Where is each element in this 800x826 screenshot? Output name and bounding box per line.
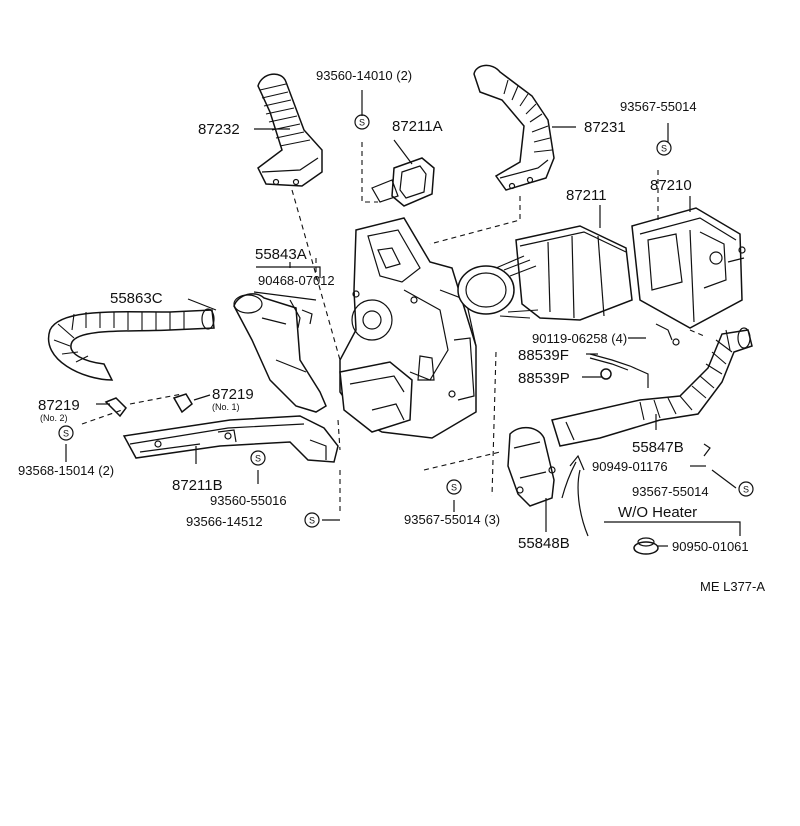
- label-93560-55016: 93560-55016: [210, 493, 287, 508]
- label-87231: 87231: [584, 119, 626, 136]
- heater-unit-body: [339, 217, 477, 439]
- svg-text:S: S: [743, 485, 749, 495]
- screw-symbol-7: S: [738, 481, 754, 497]
- label-90468-07012: 90468-07012: [258, 273, 335, 288]
- label-87219-no1: 87219: [212, 386, 254, 403]
- svg-text:S: S: [451, 483, 457, 493]
- duct-55843A: [233, 293, 327, 413]
- label-87219-no1-sub: (No. 1): [212, 402, 240, 412]
- duct-87232: [257, 73, 323, 187]
- label-93567-55014-right: 93567-55014: [632, 484, 709, 499]
- label-88539F: 88539F: [518, 347, 569, 364]
- label-90949-01176: 90949-01176: [592, 459, 668, 474]
- assembly-lines: [81, 142, 705, 512]
- hose-55847B: [551, 327, 753, 447]
- clip-87219-no1: [172, 393, 193, 414]
- figure-code: ME L377-A: [700, 579, 765, 594]
- screw-symbol-4: S: [250, 450, 266, 466]
- label-93560-14010: 93560-14010 (2): [316, 68, 412, 83]
- label-87211A: 87211A: [392, 118, 443, 135]
- duct-87211B: [122, 415, 339, 463]
- label-55847B: 55847B: [632, 439, 684, 456]
- control-rod-88539: [589, 353, 649, 388]
- label-87211: 87211: [566, 187, 607, 204]
- airflow-arrows: [561, 454, 589, 537]
- screw-symbol-3: S: [58, 425, 74, 441]
- leader-lines: [65, 90, 741, 547]
- label-87210: 87210: [650, 177, 692, 194]
- duct-87231: [473, 64, 555, 191]
- blower-motor-87210: [631, 207, 746, 346]
- screw-symbol-5: S: [304, 512, 320, 528]
- label-55843A: 55843A: [255, 246, 307, 263]
- label-90119-06258: 90119-06258 (4): [532, 331, 627, 346]
- label-87219-no2: 87219: [38, 397, 80, 414]
- bracket-87211A: [371, 157, 435, 207]
- svg-text:S: S: [255, 454, 261, 464]
- label-93567-55014-top: 93567-55014: [620, 99, 697, 114]
- grommet-90950: [633, 537, 659, 555]
- label-wo-heater: W/O Heater: [618, 504, 697, 521]
- label-87232: 87232: [198, 121, 240, 138]
- clip-87219-no2: [104, 397, 127, 418]
- label-88539P: 88539P: [518, 370, 570, 387]
- svg-text:S: S: [309, 516, 315, 526]
- label-93566-14512: 93566-14512: [186, 514, 263, 529]
- label-93567-55014-3: 93567-55014 (3): [404, 512, 500, 527]
- label-87211B: 87211B: [172, 477, 223, 494]
- label-90950-01061: 90950-01061: [672, 539, 749, 554]
- svg-text:S: S: [63, 429, 69, 439]
- svg-text:S: S: [661, 144, 667, 154]
- label-55863C: 55863C: [110, 290, 163, 307]
- hose-55863C: [47, 308, 215, 381]
- label-55848B: 55848B: [518, 535, 570, 552]
- screw-symbol-6: S: [446, 479, 462, 495]
- label-87219-no2-sub: (No. 2): [40, 413, 68, 423]
- screw-symbol-1: S: [354, 114, 370, 130]
- svg-text:S: S: [359, 118, 365, 128]
- label-93568-15014: 93568-15014 (2): [18, 463, 114, 478]
- screw-symbol-2: S: [656, 140, 672, 156]
- blower-housing-87211: [457, 225, 633, 321]
- duct-55848B: [507, 426, 556, 507]
